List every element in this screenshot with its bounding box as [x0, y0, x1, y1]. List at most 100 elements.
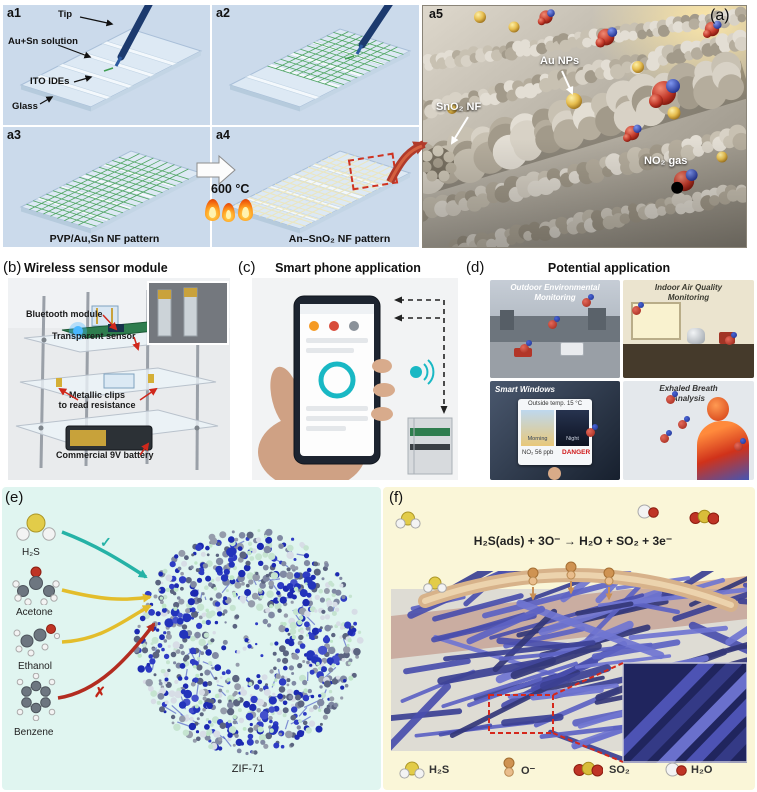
- gas-molecule: [725, 332, 737, 345]
- zif-71-label: ZIF-71: [231, 763, 265, 775]
- zif-71-structure: [132, 528, 364, 756]
- gas-molecule: [520, 340, 532, 353]
- panel-c-label: (c): [238, 259, 256, 276]
- panel-a5: Au NPs SnO₂ NF NO₂ gas a5: [407, 5, 752, 259]
- fiber-zoom-inset: [623, 663, 747, 763]
- morning-label: Morning: [527, 436, 548, 442]
- reaction-equation: H₂S(ads) + 3O⁻ → H₂O + SO₂ + 3e⁻: [473, 534, 673, 548]
- panel-a2: a2: [212, 0, 419, 125]
- nanofiber-mat: [391, 571, 747, 763]
- panel-f-label: (f): [389, 489, 404, 506]
- panel-f: (f) H₂S(ads) + 3O⁻ → H₂O + SO₂ + 3e⁻: [383, 487, 755, 790]
- panel-d-label: (d): [466, 259, 485, 276]
- benzene-label: Benzene: [14, 727, 54, 738]
- panel-a1: a1 Tip Au+Sn solution ITO IDEs Glass: [3, 0, 210, 125]
- h2s-molecule: [16, 513, 56, 541]
- solution-label: Au+Sn solution: [8, 36, 78, 47]
- battery-label: Commercial 9V battery: [56, 450, 154, 460]
- a3-illustration: [3, 127, 210, 247]
- panel-e: (e) H₂S Acetone Ethanol: [2, 487, 381, 790]
- a3-caption: PVP/Au,Sn NF pattern: [49, 233, 160, 245]
- a4-illustration: [212, 127, 419, 247]
- panel-c-title: Smart phone application: [275, 261, 421, 275]
- a3-label: a3: [7, 128, 21, 142]
- panel-e-label: (e): [5, 489, 24, 506]
- ito-ides-label: ITO IDEs: [30, 76, 70, 87]
- a2-illustration: [212, 0, 419, 125]
- glass-label: Glass: [12, 101, 38, 112]
- flame-icon: [238, 199, 253, 221]
- legend-h2o-label: H₂O: [691, 764, 713, 776]
- indoor-caption: Indoor Air Quality Monitoring: [654, 283, 723, 302]
- panel-a4: a4 An–SnO₂ NF pattern: [212, 127, 419, 247]
- no2-reading: NO₂ 56 ppb: [522, 450, 554, 456]
- pass-check-mark: ✓: [100, 534, 112, 550]
- gas-molecule: [582, 294, 594, 307]
- panel-b-label: (b): [3, 259, 22, 276]
- h2s-label: H₂S: [22, 547, 40, 558]
- breath-caption: Exhaled Breath Analysis: [659, 384, 718, 403]
- flame-icon: [222, 203, 235, 222]
- a5-label: a5: [429, 7, 443, 21]
- indoor-image: Indoor Air Quality Monitoring: [623, 280, 754, 378]
- building: [500, 310, 514, 330]
- truck: [560, 342, 584, 356]
- zoom-dashed-links: [488, 662, 624, 763]
- flame-icon: [205, 199, 220, 221]
- bluetooth-module-label: Bluetooth module: [26, 309, 103, 319]
- ethanol-molecule: [13, 624, 60, 657]
- a4-caption: An–SnO₂ NF pattern: [288, 233, 391, 245]
- counter: [623, 344, 754, 378]
- legend-h2o-icon: [665, 762, 687, 777]
- h2s-molecule-icon: [395, 511, 421, 529]
- a2-label: a2: [216, 6, 230, 20]
- building: [588, 308, 606, 330]
- finger: [548, 467, 561, 480]
- person-torso: [697, 421, 749, 480]
- tip-label: Tip: [58, 9, 73, 20]
- reaction-arc: [418, 561, 738, 612]
- sno2-nf-label: SnO₂ NF: [436, 101, 482, 113]
- application-grid: Outdoor Environmental Monitoring Indoor …: [490, 280, 754, 482]
- panel-d-title: Potential application: [547, 261, 671, 275]
- a1-label: a1: [7, 6, 21, 20]
- a4-label: a4: [216, 128, 230, 142]
- a5-annotation-arrows: [450, 70, 574, 145]
- legend-o-icon: [503, 757, 515, 777]
- gas-molecule: [548, 316, 560, 329]
- anneal-temp-label: 600 °C: [211, 182, 250, 196]
- acetone-molecule: [12, 566, 60, 605]
- so2-molecule-icon: [689, 509, 719, 525]
- metallic-clips-label: Metallic clips to read resistance: [58, 390, 136, 410]
- smartphone-photo: [252, 278, 458, 480]
- night-label: Night: [566, 436, 579, 442]
- panel-b: (b) Wireless sensor module: [2, 258, 234, 484]
- ethanol-label: Ethanol: [18, 661, 52, 672]
- danger-label: DANGER: [562, 449, 591, 456]
- smart-windows-image: Smart Windows Outside temp. 15 °C Mornin…: [490, 381, 620, 480]
- panel-b-title: Wireless sensor module: [24, 261, 168, 275]
- window-temp: Outside temp. 15 °C: [527, 401, 583, 407]
- oxygen-ions: [527, 561, 615, 601]
- gas-molecule: [586, 424, 598, 437]
- panel-a-label: (a): [710, 7, 730, 24]
- outdoor-image: Outdoor Environmental Monitoring: [490, 280, 620, 378]
- acetone-label: Acetone: [16, 607, 53, 618]
- panel-d: (d) Potential application Outdoor Enviro…: [464, 258, 757, 486]
- gas-molecule: [660, 430, 672, 443]
- smart-windows-caption: Smart Windows: [495, 385, 555, 394]
- person-head: [707, 397, 729, 421]
- gas-molecule: [632, 302, 644, 315]
- outdoor-caption: Outdoor Environmental Monitoring: [510, 283, 600, 302]
- block-cross-mark: ✗: [94, 684, 106, 700]
- au-nps-label: Au NPs: [540, 55, 580, 67]
- gas-molecule: [666, 391, 678, 404]
- smart-window-panel: Outside temp. 15 °C Morning Night NO₂ 56…: [518, 399, 592, 465]
- window-morning-pane: Morning: [521, 410, 554, 446]
- no2-gas-label: NO₂ gas: [644, 155, 688, 167]
- gas-molecule: [734, 438, 746, 451]
- gas-molecule: [678, 416, 690, 429]
- kettle: [687, 328, 705, 344]
- legend-o-label: O⁻: [521, 765, 536, 777]
